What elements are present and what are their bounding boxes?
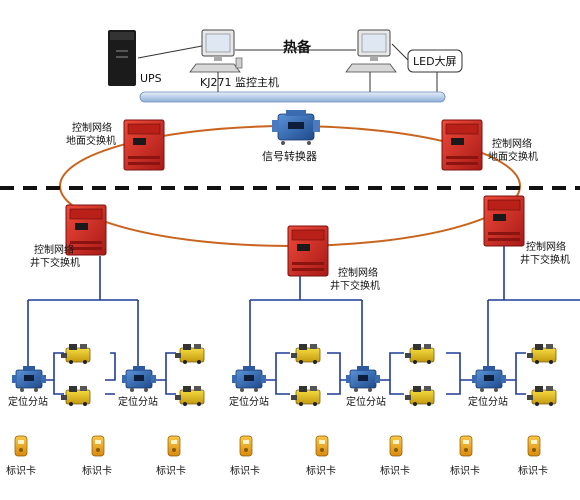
ethernet-bus <box>139 91 446 103</box>
surface-switch-right-name: 地面交换机 <box>488 150 538 163</box>
industrial-switch-icon <box>287 225 329 277</box>
ug-switch-left-name: 井下交换机 <box>30 256 80 269</box>
station-label-1: 定位分站 <box>8 395 48 408</box>
card-label-6: 标识卡 <box>380 464 410 477</box>
card-reader-icon <box>60 385 91 407</box>
industrial-switch-icon <box>483 195 525 247</box>
led-label: LED大屏 <box>413 54 457 68</box>
id-card-icon <box>239 435 253 457</box>
host-label: KJ271 监控主机 <box>200 75 279 89</box>
id-card-icon <box>527 435 541 457</box>
station-label-4: 定位分站 <box>346 395 386 408</box>
id-card-icon <box>389 435 403 457</box>
ups-label: UPS <box>140 72 162 85</box>
positioning-substation-icon <box>471 365 507 393</box>
station-label-2: 定位分站 <box>118 395 158 408</box>
industrial-switch-icon <box>441 119 483 171</box>
standby-label: 热备 <box>283 39 312 56</box>
converter-label: 信号转换器 <box>262 149 317 163</box>
surface-switch-left-name: 地面交换机 <box>66 134 116 147</box>
card-reader-icon <box>526 343 557 365</box>
card-reader-icon <box>60 343 91 365</box>
card-label-8: 标识卡 <box>518 464 548 477</box>
ug-switch-mid-net: 控制网络 <box>338 266 378 279</box>
card-reader-icon <box>404 385 435 407</box>
ug-switch-right-name: 井下交换机 <box>520 253 570 266</box>
ug-switch-right-net: 控制网络 <box>526 240 566 253</box>
id-card-icon <box>167 435 181 457</box>
surface-switch-right-net: 控制网络 <box>492 137 532 150</box>
ups-tower-icon <box>108 30 136 86</box>
computer-workstation-icon <box>345 29 397 73</box>
positioning-substation-icon <box>11 365 47 393</box>
positioning-substation-icon <box>231 365 267 393</box>
card-label-2: 标识卡 <box>82 464 112 477</box>
ug-switch-mid-name: 井下交换机 <box>330 279 380 292</box>
station-label-5: 定位分站 <box>468 395 508 408</box>
card-reader-icon <box>290 343 321 365</box>
signal-converter-icon <box>272 110 320 145</box>
ug-switch-left-net: 控制网络 <box>34 243 74 256</box>
card-reader-icon <box>290 385 321 407</box>
led-screen-box: LED大屏 <box>407 49 463 73</box>
card-label-7: 标识卡 <box>450 464 480 477</box>
branch-lines <box>27 246 580 395</box>
card-label-4: 标识卡 <box>230 464 260 477</box>
station-label-3: 定位分站 <box>229 395 269 408</box>
surface-switch-left-net: 控制网络 <box>72 121 112 134</box>
card-label-3: 标识卡 <box>156 464 186 477</box>
id-card-icon <box>14 435 28 457</box>
industrial-switch-icon <box>123 119 165 171</box>
card-label-1: 标识卡 <box>6 464 36 477</box>
card-reader-icon <box>174 385 205 407</box>
id-card-icon <box>91 435 105 457</box>
positioning-substation-icon <box>345 365 381 393</box>
card-label-5: 标识卡 <box>306 464 336 477</box>
computer-workstation-icon <box>189 29 243 73</box>
ups-host-cable <box>137 45 203 59</box>
id-card-icon <box>459 435 473 457</box>
id-card-icon <box>315 435 329 457</box>
card-reader-icon <box>526 385 557 407</box>
card-reader-icon <box>174 343 205 365</box>
positioning-substation-icon <box>121 365 157 393</box>
card-reader-icon <box>404 343 435 365</box>
